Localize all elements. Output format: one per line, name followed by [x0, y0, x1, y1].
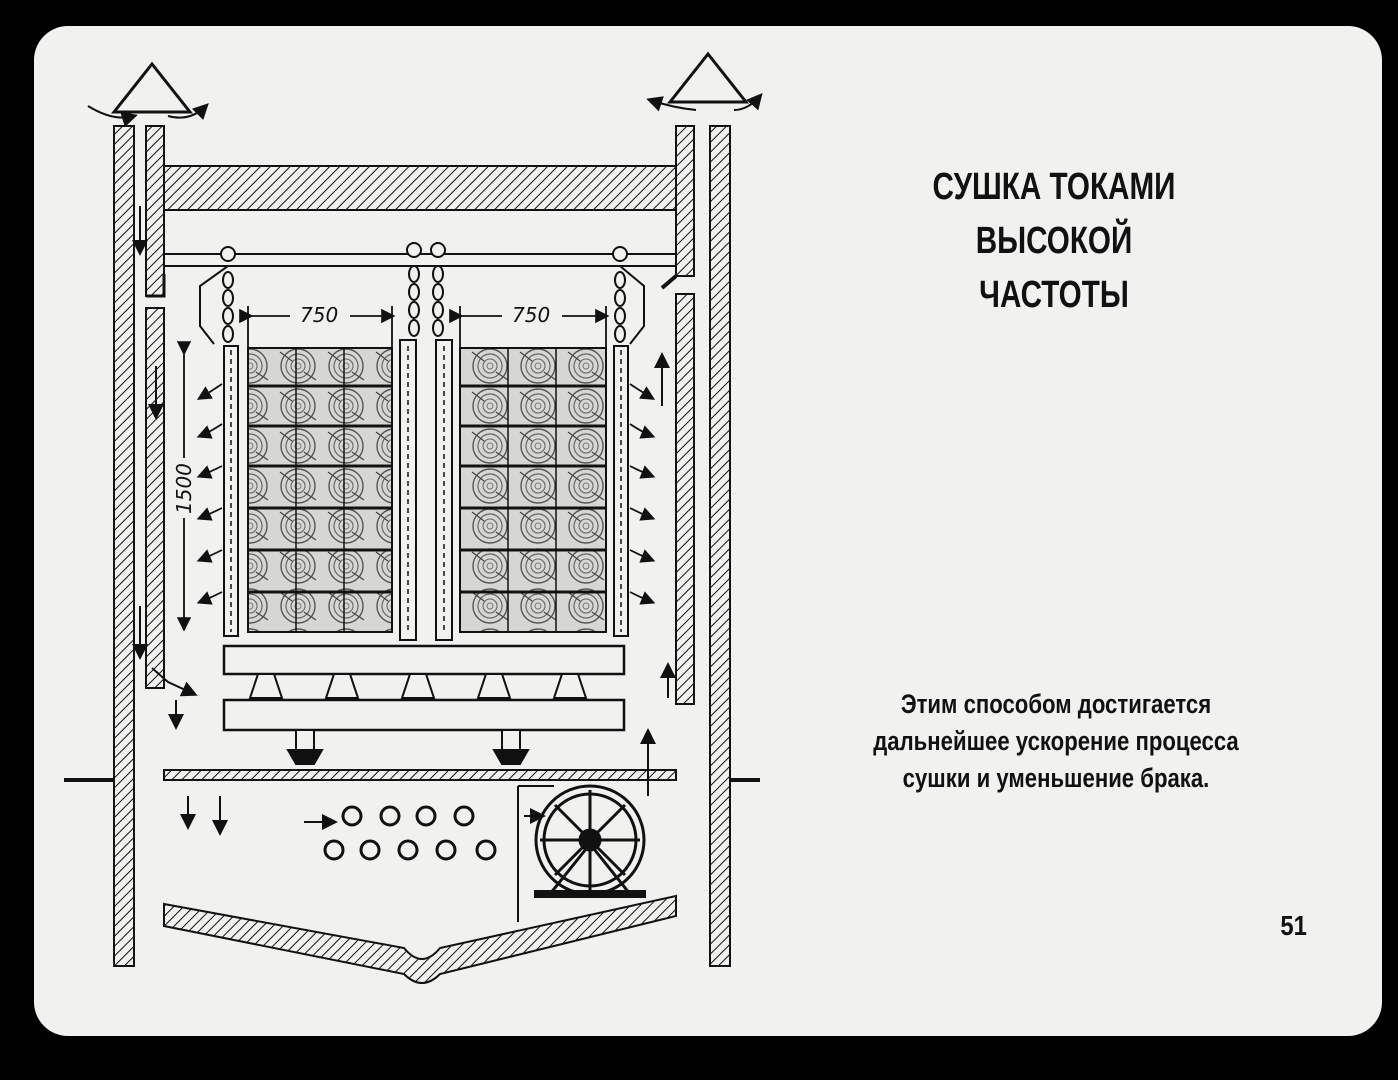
- slide-frame: 750 750 1500: [34, 26, 1382, 1036]
- dimension-width-left: 750: [300, 303, 338, 327]
- caption-line-3: сушки и уменьшение брака.: [902, 763, 1210, 793]
- heater-coils: [323, 805, 497, 861]
- airflow-arrows-side: [196, 383, 656, 605]
- right-wall: [709, 125, 731, 967]
- caption-line-2: дальнейшее ускорение процесса: [873, 726, 1239, 756]
- dimension-height: 1500: [172, 463, 196, 514]
- right-roof-vent: [666, 51, 750, 104]
- hanging-chains: [199, 265, 645, 345]
- airflow-arrows-vertical: [132, 206, 676, 836]
- left-duct-wall: [145, 125, 165, 297]
- floor-slab: [163, 769, 677, 781]
- page-number: 51: [1280, 910, 1307, 941]
- rail-rollers: [220, 242, 628, 262]
- right-duct-wall: [675, 125, 695, 277]
- slide-caption: Этим способом достигается дальнейшее уск…: [826, 686, 1285, 797]
- title-line-1: СУШКА ТОКАМИ ВЫСОКОЙ: [932, 166, 1176, 262]
- slide-title: СУШКА ТОКАМИ ВЫСОКОЙ ЧАСТОТЫ: [851, 160, 1257, 322]
- lumber-stack-left: [247, 347, 393, 633]
- cart-wheels: [286, 729, 530, 765]
- lumber-stack-right: [459, 347, 607, 633]
- insulators: [248, 673, 588, 699]
- fan-wheel: [534, 784, 646, 896]
- cart-lower-beam: [222, 698, 626, 732]
- dimension-width-right: 750: [512, 303, 550, 327]
- pit-floor: [163, 894, 677, 984]
- overhead-rail: [163, 253, 677, 267]
- left-roof-vent: [110, 61, 194, 114]
- drying-chamber-diagram: 750 750 1500: [64, 51, 763, 984]
- left-wall: [113, 125, 135, 967]
- cart-upper-beam: [222, 644, 626, 676]
- title-line-2: ЧАСТОТЫ: [979, 274, 1129, 316]
- ceiling: [163, 165, 677, 211]
- caption-line-1: Этим способом достигается: [900, 689, 1212, 719]
